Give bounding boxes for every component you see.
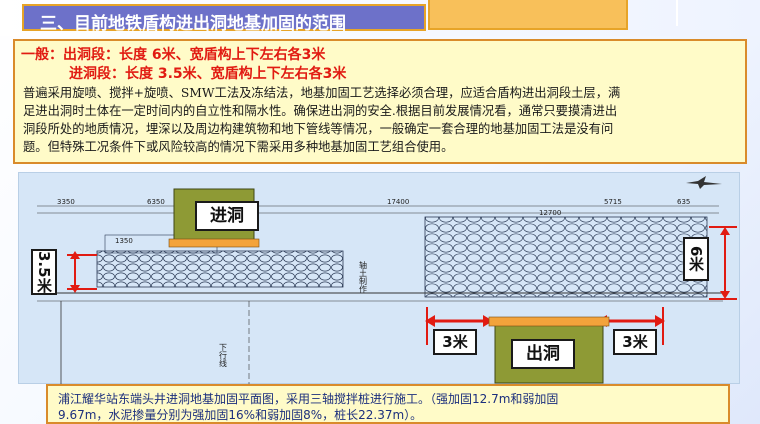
entry-spec: 进洞段：长度 3.5米、宽盾构上下左右各3米: [69, 66, 347, 82]
general-exit-spec: 一般：出洞段：长度 6米、宽盾构上下左右各3米: [21, 47, 326, 63]
exit-label: 出洞: [511, 339, 575, 369]
left-depth-label: 3.5米: [31, 249, 57, 295]
title-box: 三、目前地铁盾构进出洞地基加固的范围: [22, 4, 426, 34]
description-box: 一般：出洞段：长度 6米、宽盾构上下左右各3米 进洞段：长度 3.5米、宽盾构上…: [13, 39, 747, 164]
caption-line-2: 9.67m，水泥掺量分别为强加固16%和弱加固8%，桩长22.37m）。: [58, 408, 423, 422]
right-width-label: 3米: [613, 329, 657, 355]
left-width-label: 3米: [433, 329, 477, 355]
dim-5: 635: [677, 198, 690, 206]
body-line-3: 洞段所处的地质情况，埋深以及周边构建筑物和地下管线等情况，一般确定一套合理的地基…: [23, 122, 614, 136]
dim-2: 6350: [147, 198, 165, 206]
decorative-line: [676, 0, 678, 26]
dim-4: 5715: [604, 198, 622, 206]
bird-icon: [686, 176, 722, 189]
dim-6: 12700: [539, 209, 561, 217]
vertical-label-2: 下行线: [219, 343, 228, 367]
vertical-label-1: 轴土制作: [359, 260, 368, 294]
dim-7: 1350: [115, 237, 133, 245]
caption-line-1: 浦江耀华站东端头井进洞地基加固平面图，采用三轴搅拌桩进行施工。（强加固12.7m…: [58, 392, 559, 406]
body-line-4: 题。但特殊工况条件下或风险较高的情况下需采用多种地基加固工艺组合使用。: [23, 140, 454, 154]
reinforcement-plan-diagram: 3350 6350 17400 5715 635 12700 1350: [18, 172, 740, 385]
decorative-tab: [428, 0, 628, 30]
entry-label: 进洞: [195, 201, 259, 231]
slide-title: 三、目前地铁盾构进出洞地基加固的范围: [40, 14, 346, 34]
right-pile-block: [424, 216, 708, 298]
dim-3: 17400: [387, 198, 409, 206]
left-pile-block: [96, 250, 344, 288]
body-line-1: 普遍采用旋喷、搅拌+旋喷、SMW工法及冻结法，地基加固工艺选择必须合理，应适合盾…: [23, 86, 621, 100]
diagram-drawing: 3350 6350 17400 5715 635 12700 1350: [37, 188, 737, 385]
right-depth-label: 6米: [683, 237, 709, 281]
dim-1: 3350: [57, 198, 75, 206]
body-line-2: 足进出洞时土体在一定时间内的自立性和隔水性。确保进出洞的安全.根据目前发展情况看…: [23, 104, 618, 118]
caption-box: 浦江耀华站东端头井进洞地基加固平面图，采用三轴搅拌桩进行施工。（强加固12.7m…: [46, 384, 730, 424]
